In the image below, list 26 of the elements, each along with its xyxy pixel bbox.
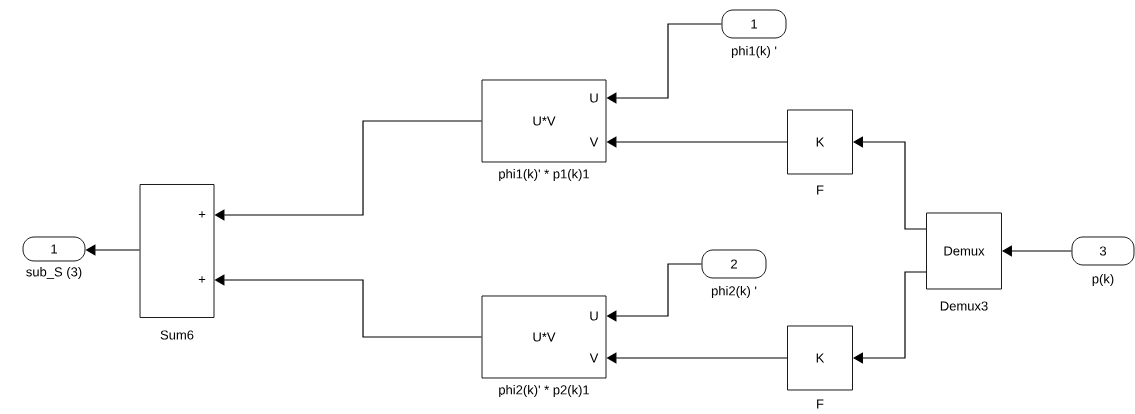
port-label: + <box>198 276 206 283</box>
block-label: sub_S (3) <box>26 266 82 280</box>
port-label: V <box>589 353 599 363</box>
arrow <box>1002 245 1073 257</box>
port-label: U <box>590 311 598 321</box>
port-label: V <box>589 137 599 147</box>
port-label: U <box>590 93 598 103</box>
arrow <box>853 271 927 364</box>
port-pill: 2 <box>701 249 767 279</box>
block-label: p(k) <box>1092 273 1114 287</box>
block-box: Demux <box>926 212 1002 290</box>
block-label: phi1(k)' * p1(k)1 <box>499 168 590 182</box>
port-label: + <box>198 211 206 218</box>
arrow <box>853 136 927 230</box>
block-box: K <box>787 109 853 175</box>
block-label: Sum6 <box>160 330 194 340</box>
block-label: phi1(k) ' <box>731 45 777 59</box>
port-pill: 1 <box>721 9 787 39</box>
block-label: F <box>817 399 824 409</box>
block-label: phi2(k)' * p2(k)1 <box>499 384 590 398</box>
port-pill: 1 <box>22 236 86 262</box>
block-label: F <box>817 185 824 195</box>
block-label: phi2(k) ' <box>711 285 757 299</box>
port-pill: 3 <box>1071 236 1135 266</box>
block-box: K <box>787 325 853 391</box>
block-label: Demux3 <box>940 301 988 311</box>
